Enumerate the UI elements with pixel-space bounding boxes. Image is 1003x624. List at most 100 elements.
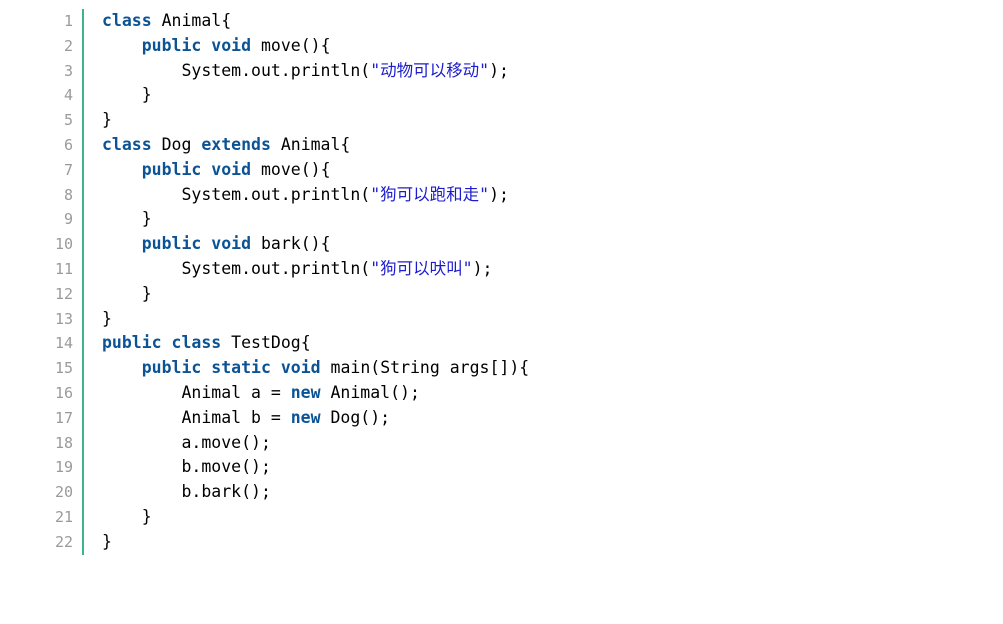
code-text: a.move(); [102,432,271,452]
line-number: 14 [54,334,73,353]
code-line: public void move(){ [102,158,529,183]
line-number: 4 [63,86,73,105]
keyword-token: public [102,333,162,353]
code-text [271,358,281,377]
code-text: } [102,209,152,229]
code-line: } [102,307,529,332]
code-text: } [102,531,112,551]
keyword-token: public [141,234,202,254]
line-number: 6 [63,135,73,154]
line-number: 13 [54,309,73,328]
code-line: class Dog extends Animal{ [102,133,529,158]
code-text: bark(){ [251,234,331,254]
line-number: 16 [54,383,73,402]
keyword-token: static [211,358,271,378]
code-text: main(String args[]){ [320,358,530,378]
code-text: TestDog{ [221,333,311,353]
code-text: ); [489,60,509,80]
code-text: System.out.println( [102,60,371,80]
code-text: ); [489,184,509,204]
code-line: System.out.println("动物可以移动"); [102,59,529,84]
code-line: } [102,108,529,133]
code-text [162,333,172,352]
string-literal: "狗可以跑和走" [370,184,490,204]
keyword-token: void [211,35,252,55]
keyword-token: void [280,358,321,378]
keyword-token: class [171,333,222,353]
code-text [201,358,211,377]
code-line: public static void main(String args[]){ [102,356,529,381]
line-number: 12 [54,284,73,303]
code-text: System.out.println( [102,258,371,278]
code-text: move(){ [251,159,331,179]
code-text: System.out.println( [102,184,371,204]
code-line: } [102,83,529,108]
line-number: 21 [54,507,73,526]
keyword-token: void [211,234,252,254]
code-text: Dog [151,134,202,154]
code-text: b.move(); [102,457,271,477]
line-number: 10 [54,235,73,254]
keyword-token: extends [201,134,271,154]
code-line: public void move(){ [102,34,529,59]
keyword-token: class [102,11,152,30]
code-text [102,234,142,253]
line-number: 11 [54,259,73,278]
code-line: System.out.println("狗可以吠叫"); [102,257,529,282]
code-line: } [102,207,529,232]
code-text: Animal b = [102,407,291,427]
code-text: move(){ [251,35,331,55]
code-text [102,358,142,377]
code-text [201,160,211,179]
code-text [102,160,142,179]
code-text: Animal{ [151,11,232,30]
line-number: 18 [54,433,73,452]
keyword-token: void [211,159,252,179]
code-text [201,234,211,253]
line-number: 8 [63,185,73,204]
line-number: 3 [63,61,73,80]
line-number: 17 [54,408,73,427]
string-literal: "狗可以吠叫" [370,258,473,278]
code-line: class Animal{ [102,9,529,34]
line-number: 15 [54,359,73,378]
string-literal: "动物可以移动" [370,60,490,80]
code-line: b.bark(); [102,480,529,505]
code-line: System.out.println("狗可以跑和走"); [102,183,529,208]
code-text: Animal(); [320,382,420,402]
keyword-token: class [102,134,152,154]
code-line: Animal b = new Dog(); [102,406,529,431]
code-text: } [102,283,152,303]
code-text: Animal{ [270,134,351,154]
keyword-token: new [290,382,321,402]
code-line: b.move(); [102,455,529,480]
code-text [201,36,211,55]
keyword-token: new [290,407,321,427]
code-text: b.bark(); [102,482,271,502]
code-text: } [102,110,112,130]
code-line: } [102,505,529,530]
line-number: 22 [54,532,73,551]
line-number: 9 [63,210,73,229]
keyword-token: public [141,358,202,378]
code-text [102,36,142,55]
keyword-token: public [141,35,202,55]
code-line: } [102,282,529,307]
code-line: public class TestDog{ [102,331,529,356]
line-number: 20 [54,483,73,502]
line-number: 5 [63,111,73,130]
code-text: } [102,506,152,526]
code-line: } [102,530,529,555]
code-text: ); [472,258,493,278]
code-text: Dog(); [320,407,391,427]
line-number: 2 [63,36,73,55]
code-line: Animal a = new Animal(); [102,381,529,406]
line-number: 1 [63,12,73,30]
line-number: 7 [63,160,73,179]
line-number: 19 [54,458,73,477]
code-line: public void bark(){ [102,232,529,257]
code-text: } [102,308,112,328]
code-area: class Animal{ public void move(){ System… [102,9,529,555]
code-text: Animal a = [102,382,291,402]
